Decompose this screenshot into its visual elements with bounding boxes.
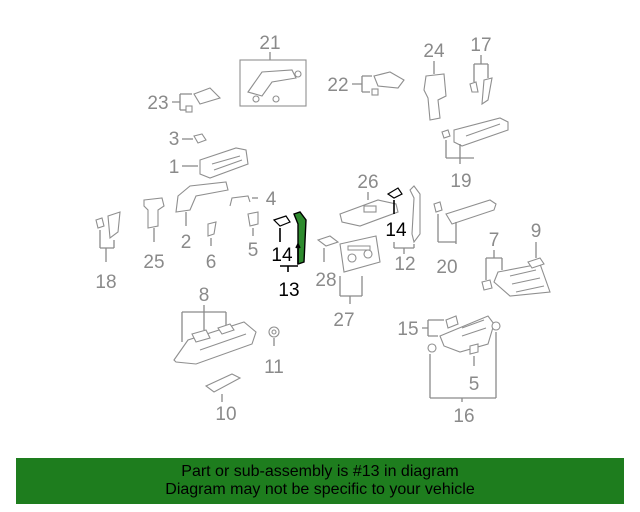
part-22-group: 22 xyxy=(327,71,405,96)
part-10-group: 10 xyxy=(204,373,242,425)
part-11-group: 11 xyxy=(264,326,284,378)
callout-19[interactable]: 19 xyxy=(450,171,471,192)
part-27-28-group: 28 27 xyxy=(315,235,381,331)
part-12-group: 14 12 xyxy=(385,185,421,275)
part-10 xyxy=(204,373,242,393)
part-21-group: 21 xyxy=(239,33,307,107)
callout-5-right[interactable]: 5 xyxy=(469,374,480,395)
part-3-group: 3 xyxy=(169,129,207,150)
callout-10[interactable]: 10 xyxy=(215,404,236,425)
callout-2[interactable]: 2 xyxy=(181,232,192,253)
callout-9[interactable]: 9 xyxy=(531,221,542,242)
callout-11[interactable]: 11 xyxy=(264,357,284,378)
part-5-left-group: 5 xyxy=(247,211,259,261)
part-25-group: 25 xyxy=(143,197,165,273)
part-21-bracket xyxy=(247,69,297,97)
callout-14-left[interactable]: 14 xyxy=(271,245,293,266)
callout-23[interactable]: 23 xyxy=(147,93,168,114)
part-20 xyxy=(445,199,497,225)
part-19 xyxy=(453,117,509,147)
callout-17[interactable]: 17 xyxy=(470,35,491,56)
banner-line-2: Diagram may not be specific to your vehi… xyxy=(165,481,475,498)
part-23-group: 23 xyxy=(147,87,222,114)
part-15-16-group: 15 5 16 xyxy=(397,315,501,427)
callout-27[interactable]: 27 xyxy=(333,310,354,331)
part-27-panel xyxy=(339,235,381,273)
part-23 xyxy=(193,87,222,105)
part-8-group: 8 xyxy=(173,285,257,365)
callout-3[interactable]: 3 xyxy=(169,129,180,150)
part-19-group: 19 xyxy=(441,117,509,192)
part-24 xyxy=(423,73,447,121)
parts-diagram: 21 23 22 24 17 3 1 xyxy=(95,33,551,427)
part-5-clip xyxy=(247,211,259,227)
callout-18[interactable]: 18 xyxy=(95,272,116,293)
callout-25[interactable]: 25 xyxy=(143,252,164,273)
part-26 xyxy=(339,199,399,227)
part-1 xyxy=(199,147,249,179)
part-6 xyxy=(207,221,217,237)
part-2 xyxy=(175,181,229,213)
part-18 xyxy=(107,211,121,240)
callout-8[interactable]: 8 xyxy=(199,285,210,306)
part-13-group: 14 13 xyxy=(271,211,307,301)
callout-13[interactable]: 13 xyxy=(278,280,299,301)
part-18-group: 18 xyxy=(95,211,121,293)
part-1-group: 1 xyxy=(169,147,249,179)
callout-28[interactable]: 28 xyxy=(315,270,336,291)
callout-7[interactable]: 7 xyxy=(489,230,500,251)
part-8 xyxy=(173,321,257,365)
part-4 xyxy=(229,195,251,207)
callout-21[interactable]: 21 xyxy=(259,33,280,54)
callout-1[interactable]: 1 xyxy=(169,157,180,178)
part-25 xyxy=(143,197,165,229)
part-14-clip xyxy=(272,215,291,227)
part-13-highlighted[interactable] xyxy=(293,211,307,265)
part-17 xyxy=(481,77,493,106)
part-12 xyxy=(409,185,421,244)
part-6-group: 6 xyxy=(206,221,217,273)
part-26-group: 26 xyxy=(339,172,399,227)
callout-20[interactable]: 20 xyxy=(436,257,457,278)
callout-26[interactable]: 26 xyxy=(357,172,378,193)
part-7-9-group: 7 9 xyxy=(481,221,551,297)
part-21-box xyxy=(239,59,307,107)
part-14-clip-right xyxy=(386,187,403,199)
part-9 xyxy=(527,257,545,269)
info-banner: Part or sub-assembly is #13 in diagram D… xyxy=(16,458,624,504)
part-20-group: 20 xyxy=(433,199,497,278)
callout-5-left[interactable]: 5 xyxy=(248,240,259,261)
part-17-group: 17 xyxy=(469,35,493,106)
callout-14-right[interactable]: 14 xyxy=(385,220,407,241)
part-22 xyxy=(373,71,405,89)
callout-4[interactable]: 4 xyxy=(266,189,277,210)
callout-15[interactable]: 15 xyxy=(397,319,418,340)
part-28 xyxy=(316,235,340,247)
callout-22[interactable]: 22 xyxy=(327,75,348,96)
callout-12[interactable]: 12 xyxy=(394,254,415,275)
part-3 xyxy=(193,133,207,144)
part-24-group: 24 xyxy=(423,41,447,121)
banner-line-1: Part or sub-assembly is #13 in diagram xyxy=(181,463,459,480)
callout-6[interactable]: 6 xyxy=(206,252,217,273)
callout-16[interactable]: 16 xyxy=(453,406,474,427)
part-2-4-group: 4 2 xyxy=(175,181,277,253)
callout-24[interactable]: 24 xyxy=(423,41,445,62)
